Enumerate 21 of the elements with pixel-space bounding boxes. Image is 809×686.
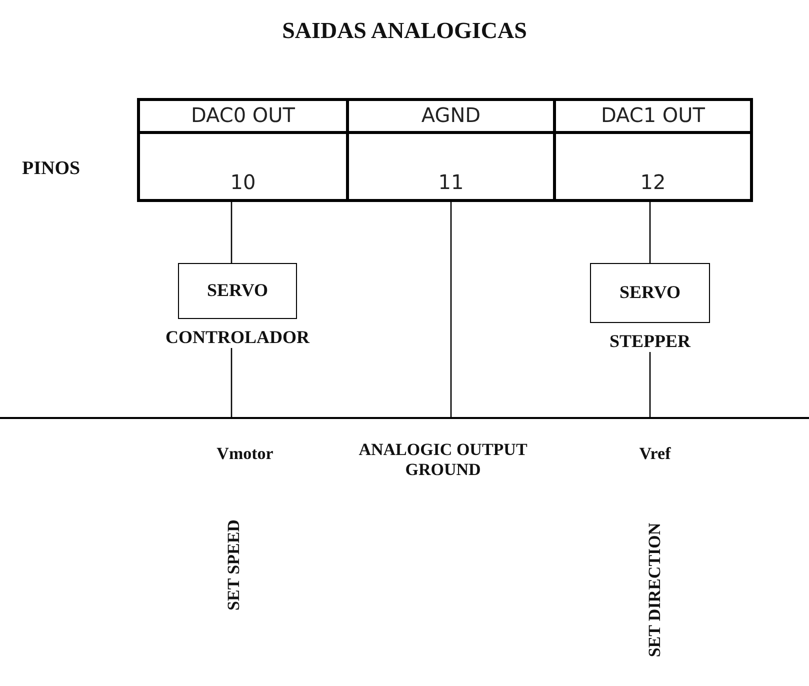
servo-box: SERVO bbox=[178, 263, 297, 319]
ground-line bbox=[0, 417, 809, 419]
signal-name-cell: DAC1 OUT bbox=[553, 98, 753, 134]
row-label: PINOS bbox=[22, 158, 80, 180]
signal-name-cell: DAC0 OUT bbox=[137, 98, 349, 134]
signal-label: ANALOGIC OUTPUT GROUND bbox=[358, 440, 528, 480]
pin-number-cell: 12 bbox=[553, 131, 753, 202]
pin-number-cell: 10 bbox=[137, 131, 349, 202]
signal-label: Vref bbox=[638, 444, 672, 464]
signal-label: Vmotor bbox=[216, 444, 274, 464]
connector-line bbox=[230, 348, 232, 417]
vertical-label: SET DIRECTION bbox=[645, 522, 665, 658]
connector-line bbox=[450, 202, 452, 417]
connector-line bbox=[649, 202, 651, 263]
component-caption: CONTROLADOR bbox=[164, 327, 311, 348]
connector-line bbox=[230, 202, 232, 263]
diagram-title: SAIDAS ANALOGICAS bbox=[281, 18, 528, 44]
vertical-label: SET SPEED bbox=[224, 520, 244, 610]
connector-line bbox=[649, 352, 651, 417]
component-caption: STEPPER bbox=[608, 331, 692, 352]
servo-box: SERVO bbox=[590, 263, 710, 323]
